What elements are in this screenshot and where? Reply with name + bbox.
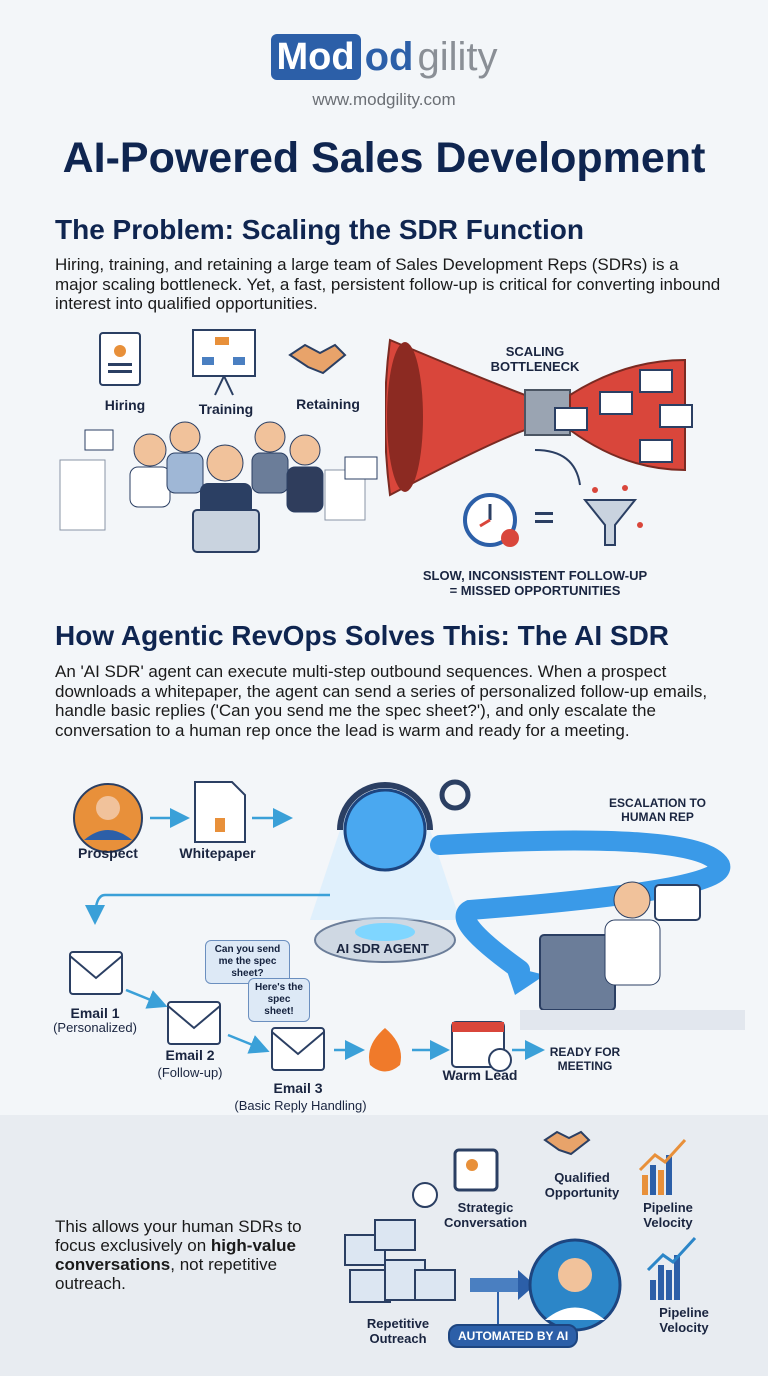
prospect-label: Prospect	[78, 845, 138, 861]
qualified-opportunity-label: Qualified Opportunity	[544, 1170, 620, 1200]
logo-mark: Mod	[270, 34, 361, 80]
calendar-icon	[451, 1021, 512, 1072]
sdr-team-illustration	[59, 329, 378, 553]
human-rep-icon	[520, 881, 745, 1030]
email-envelopes	[69, 951, 325, 1071]
whitepaper-icon	[194, 781, 246, 843]
ready-label-2: MEETING	[557, 1059, 613, 1073]
training-board-icon	[192, 329, 256, 396]
growth-chart-icon-2	[646, 1236, 697, 1300]
bottleneck-illustration	[385, 338, 693, 547]
pipeline-velocity-label-1: Pipeline Velocity	[643, 1200, 693, 1230]
website-url[interactable]: www.modgility.com	[312, 90, 456, 109]
email-3-sub: (Basic Reply Handling)	[234, 1098, 367, 1113]
rep-avatar	[528, 1238, 622, 1332]
resume-icon	[99, 332, 141, 386]
email-3-label: Email 3	[273, 1080, 323, 1096]
ai-sdr-flow-diagram	[69, 779, 745, 1072]
bottom-text-post: , not repetitive outreach.	[55, 1255, 278, 1293]
solution-text: An 'AI SDR' agent can execute multi-step…	[55, 662, 708, 740]
email-1-label: Email 1	[70, 1005, 120, 1021]
bottleneck-label-2: BOTTLENECK	[490, 359, 580, 374]
equals-icon	[535, 512, 553, 523]
whitepaper-label: Whitepaper	[179, 845, 256, 861]
bottom-text: This allows your human SDRs to focus exc…	[55, 1217, 325, 1293]
handshake-icon	[288, 343, 347, 375]
growth-chart-icon	[638, 1138, 687, 1195]
warm-lead-label: Warm Lead	[442, 1067, 518, 1083]
leaking-funnel-icon	[582, 485, 643, 546]
consequence-line-2: = MISSED OPPORTUNITIES	[449, 583, 621, 598]
ai-sdr-agent-label: AI SDR AGENT	[336, 941, 429, 956]
escalation-label-1: ESCALATION TO	[609, 796, 706, 810]
problem-heading: The Problem: Scaling the SDR Function	[55, 214, 584, 245]
email-2-label: Email 2	[165, 1047, 215, 1063]
page-title: AI-Powered Sales Development	[62, 134, 706, 182]
strategic-conversation-label: Strategic Conversation	[443, 1200, 528, 1230]
hiring-label: Hiring	[104, 397, 146, 413]
pipeline-velocity-label-2: Pipeline Velocity	[659, 1305, 709, 1335]
escalation-arrow	[430, 830, 731, 980]
automated-by-ai-badge: AUTOMATED BY AI	[448, 1324, 579, 1348]
fire-icon	[369, 1028, 401, 1072]
ai-brain-agent-icon	[310, 779, 471, 963]
repetitive-outreach-label: Repetitive Outreach	[366, 1316, 430, 1346]
email-2-sub: (Follow-up)	[157, 1065, 223, 1080]
training-label: Training	[198, 401, 254, 417]
reply-bubble-answer: Here's the spec sheet!	[248, 978, 310, 1022]
retaining-label: Retaining	[296, 396, 360, 412]
email-1-sub: (Personalized)	[53, 1020, 137, 1035]
bottom-text-bold: high-value conversations	[55, 1236, 296, 1274]
video-call-icon	[453, 1148, 499, 1192]
logo: Mod od gility	[0, 34, 768, 80]
reply-bubble-question: Can you send me the spec sheet?	[205, 940, 290, 984]
email-pile-icon	[344, 1182, 456, 1303]
human-focus-illustration	[344, 1130, 697, 1332]
handshake-icon-2	[543, 1130, 591, 1156]
problem-text: Hiring, training, and retaining a large …	[55, 255, 721, 313]
logo-text-od: od	[364, 35, 414, 79]
ready-label-1: READY FOR	[549, 1045, 621, 1059]
bottom-text-pre: This allows your human SDRs to focus exc…	[55, 1217, 302, 1255]
solution-heading: How Agentic RevOps Solves This: The AI S…	[55, 620, 670, 651]
automation-arrow	[470, 1278, 520, 1292]
bottleneck-label-1: SCALING	[505, 344, 565, 359]
prospect-avatar-icon	[73, 783, 143, 853]
escalation-label-2: HUMAN REP	[621, 810, 694, 824]
stressed-reps-icon	[59, 421, 378, 553]
logo-text: gility	[417, 35, 498, 79]
clock-icon	[463, 493, 519, 547]
consequence-line-1: SLOW, INCONSISTENT FOLLOW-UP	[422, 568, 648, 583]
